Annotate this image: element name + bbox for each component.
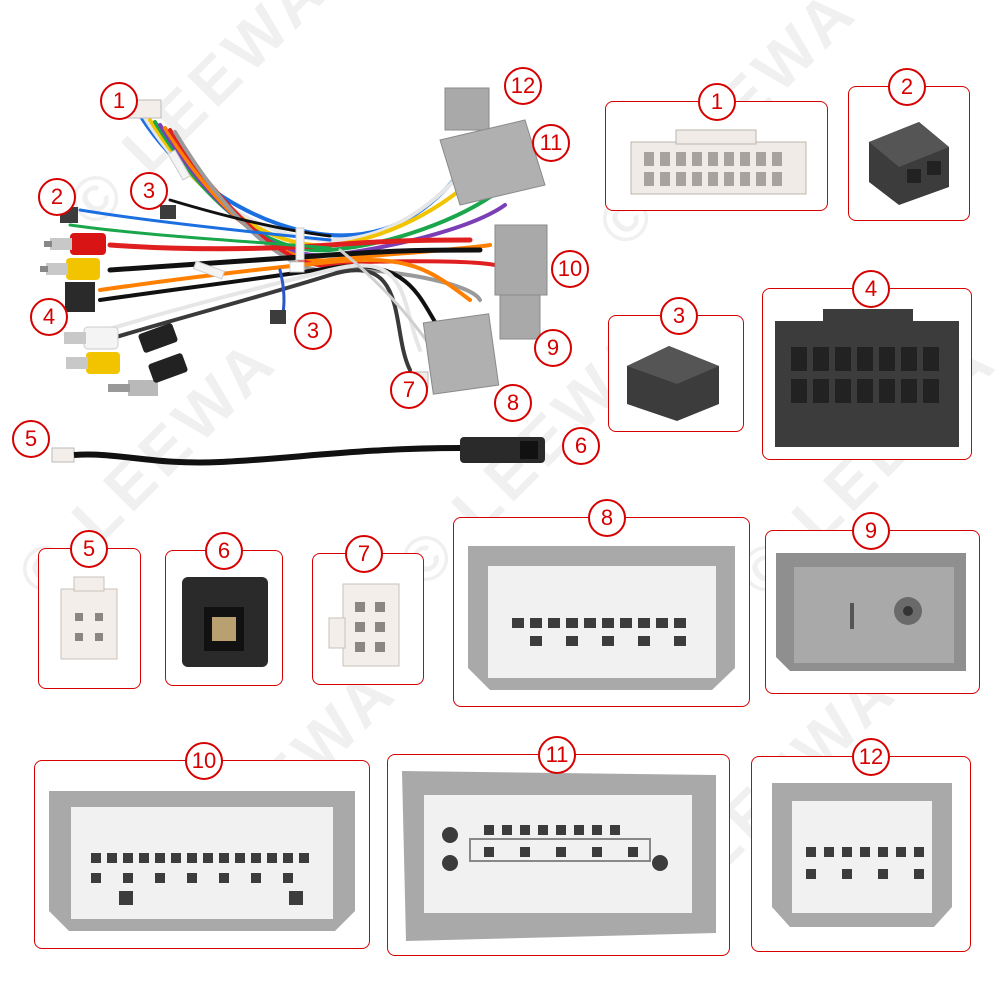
connector-4-image [775,309,959,447]
rca-red-plug [44,233,106,255]
card-label-5: 5 [70,530,108,568]
card-label-11: 11 [538,736,576,774]
detail-card-3 [608,315,744,432]
connector-3-image [627,346,719,421]
harness-connector-11 [439,119,546,206]
harness-label-7: 7 [390,371,428,409]
extension-cable [51,437,545,466]
harness-connector-12 [444,87,490,131]
detail-card-9 [765,530,980,694]
harness-label-1: 1 [100,82,138,120]
detail-card-7 [312,553,424,685]
antenna-plug [108,380,158,396]
card-label-7: 7 [345,535,383,573]
connector-2-image [869,122,949,205]
harness-label-2: 2 [38,178,76,216]
harness-label-3: 3 [130,172,168,210]
harness-label-11: 11 [532,124,570,162]
card-label-2: 2 [888,68,926,106]
rca-white-plug [64,326,119,350]
harness-connector-3a [160,205,176,219]
connector-7-image [328,583,400,667]
detail-card-6 [165,550,283,686]
connector-5-image [60,576,118,660]
harness-label-12: 12 [504,67,542,105]
harness-label-3b: 3 [294,312,332,350]
card-label-10: 10 [185,742,223,780]
connector-8-image [468,546,735,690]
harness-label-6: 6 [562,427,600,465]
detail-card-4 [762,288,972,460]
harness-label-9: 9 [534,329,572,367]
detail-card-5 [38,548,141,689]
connector-6-image [182,577,268,667]
wire-bundle [68,113,507,372]
card-label-1: 1 [698,83,736,121]
card-label-8: 8 [588,499,626,537]
harness-label-8: 8 [494,384,532,422]
harness-label-4: 4 [30,298,68,336]
rca-yellow-plug-2 [66,352,120,374]
connector-1-image [630,129,807,195]
rca-yellow-plug [40,258,100,280]
detail-card-12 [751,756,971,952]
connector-9-image [776,553,966,671]
card-label-4: 4 [852,270,890,308]
connector-11-image [402,771,716,941]
detail-card-11 [387,754,730,956]
harness-connector-3b [270,310,286,324]
harness-connector-8 [422,313,500,395]
harness-label-5: 5 [12,420,50,458]
harness-connector-9 [499,294,541,340]
harness-label-10: 10 [551,250,589,288]
harness-connector-10 [494,224,548,296]
harness-connector-4 [65,282,95,312]
detail-card-10 [34,760,370,949]
detail-card-8 [453,517,750,707]
card-label-12: 12 [852,738,890,776]
connector-12-image [772,783,952,927]
connector-10-image [49,791,355,931]
detail-card-2 [848,86,970,221]
card-label-6: 6 [205,532,243,570]
card-label-3: 3 [660,297,698,335]
card-label-9: 9 [852,512,890,550]
